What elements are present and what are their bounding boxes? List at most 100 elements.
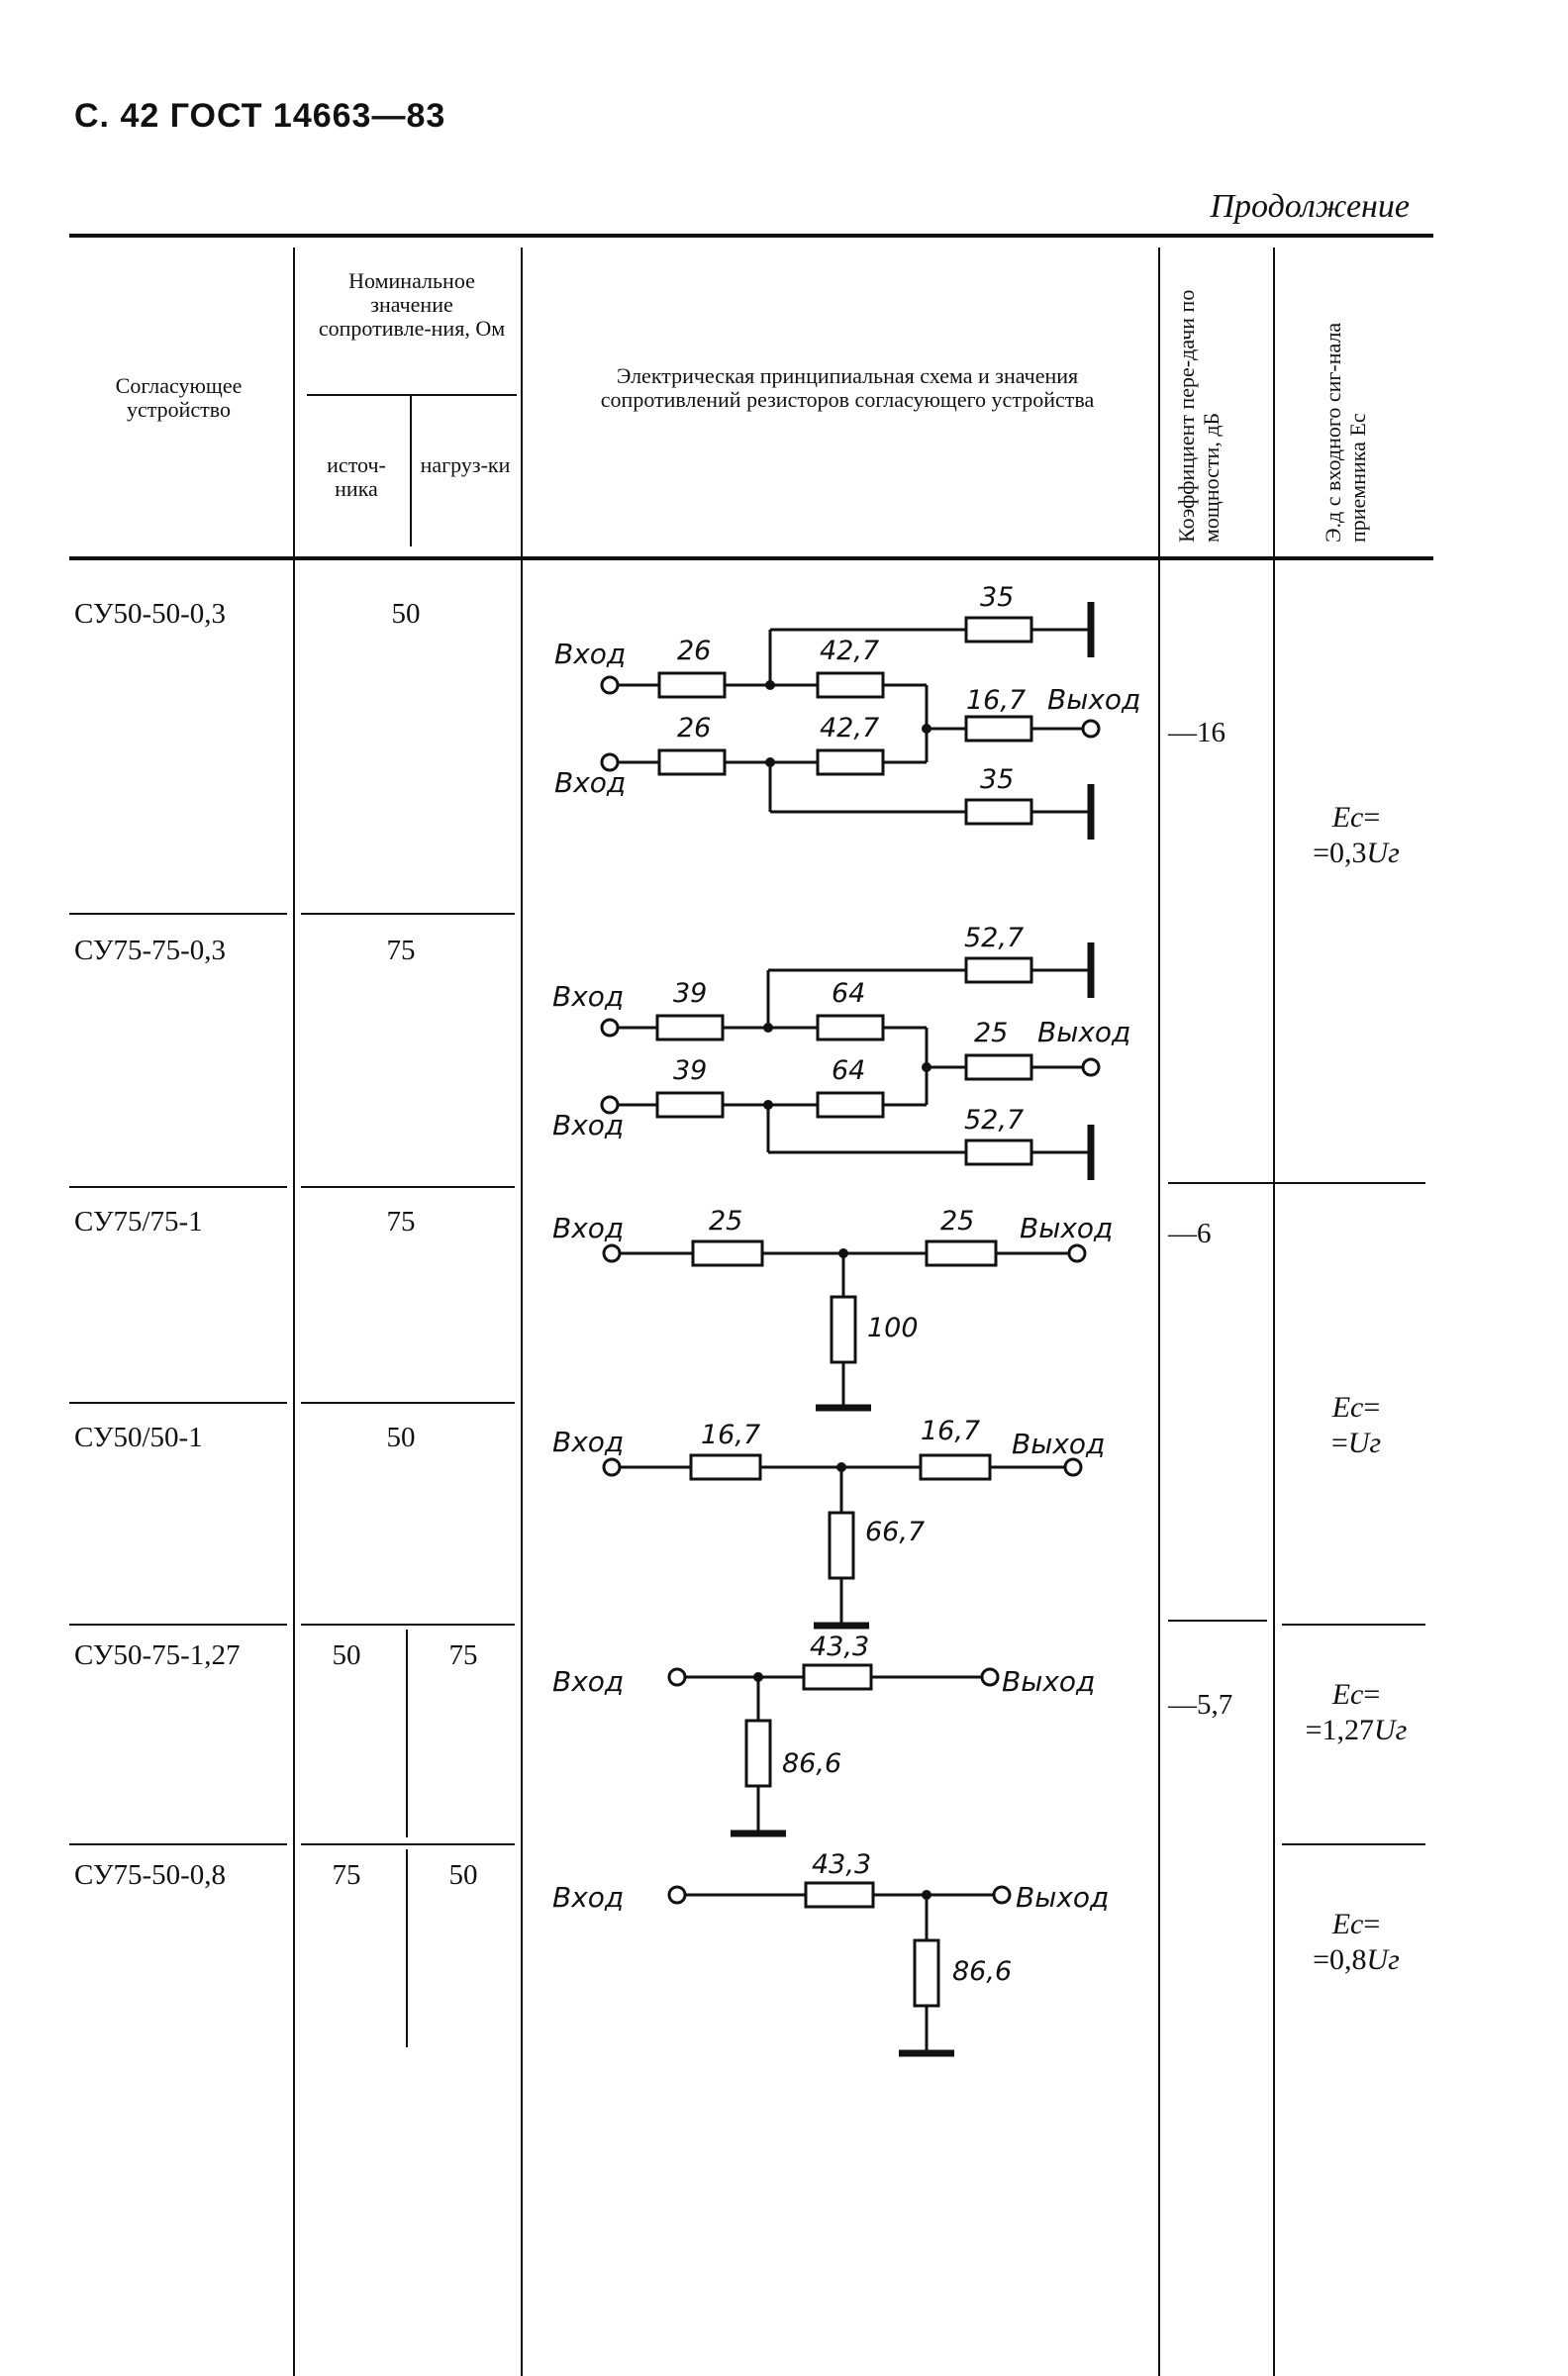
nominal-value: 50 <box>386 1422 416 1453</box>
col-divider-1 <box>293 248 295 2376</box>
input-terminal <box>602 1457 622 1477</box>
device-name: СУ75/75-1 <box>74 1206 203 1238</box>
resistor-value: 39 <box>673 978 707 1009</box>
resistor-value: 86,6 <box>782 1748 841 1779</box>
device-name: СУ50-75-1,27 <box>74 1639 241 1671</box>
input-terminal <box>600 675 620 695</box>
nominal-split-rule <box>307 394 517 396</box>
emf-value: Eс= =1,27Uг <box>1282 1677 1430 1748</box>
emf-var: Uг <box>1366 837 1400 869</box>
output-label: Выход <box>1047 683 1140 716</box>
device-name: СУ75-50-0,8 <box>74 1859 227 1891</box>
nominal-value: 50 <box>391 598 421 630</box>
gain-value: —16 <box>1168 717 1225 748</box>
emf-eq: = <box>1363 1908 1381 1940</box>
output-terminal <box>1081 719 1101 739</box>
output-label: Выход <box>1012 1428 1105 1460</box>
output-label: Выход <box>1002 1665 1095 1698</box>
col-divider-src-load-r5 <box>406 1630 408 1837</box>
resistor-value: 64 <box>832 978 865 1009</box>
resistor-value: 25 <box>709 1206 742 1237</box>
resistor <box>964 956 1033 984</box>
output-terminal <box>980 1667 1000 1687</box>
resistor-value: 52,7 <box>964 923 1024 953</box>
row-sep <box>69 1624 287 1626</box>
col-head-nominal: Номинальное значение сопротивле-ния, Ом <box>318 268 506 341</box>
input-terminal <box>667 1885 687 1905</box>
resistor <box>657 671 727 699</box>
output-terminal <box>1067 1243 1087 1263</box>
row-sep <box>1168 1620 1267 1622</box>
gain-value: —5,7 <box>1168 1689 1233 1721</box>
emf-symbol: Eс <box>1331 1391 1364 1424</box>
row-sep <box>301 1402 515 1404</box>
gain-value: —6 <box>1168 1218 1212 1249</box>
input-terminal <box>602 1243 622 1263</box>
row-sep <box>301 1186 515 1188</box>
nominal-value: 75 <box>386 1206 416 1238</box>
circuit-su50-50-1: Вход Выход 16,7 16,7 66,7 <box>552 1416 1105 1630</box>
resistor <box>816 748 885 776</box>
resistor <box>689 1453 762 1481</box>
input-terminal <box>600 1018 620 1038</box>
resistor-value: 86,6 <box>952 1956 1012 1987</box>
load-value: 50 <box>448 1859 478 1891</box>
resistor-value: 43,3 <box>810 1632 869 1662</box>
input-label: Вход <box>552 1881 624 1914</box>
col-head-load: нагруз-ки <box>420 452 511 477</box>
resistor <box>925 1239 998 1267</box>
resistor <box>964 1053 1033 1081</box>
resistor <box>691 1239 764 1267</box>
emf-coef: =0,8 <box>1313 1943 1367 1976</box>
circuit-su75-50-0-8: Вход Выход 43,3 86,6 <box>552 1849 1109 2057</box>
resistor-value: 39 <box>673 1055 707 1086</box>
resistor-value: 64 <box>832 1055 865 1086</box>
input-label: Вход <box>552 980 624 1013</box>
input-label: Вход <box>554 766 626 799</box>
output-terminal <box>1063 1457 1083 1477</box>
resistor-value: 42,7 <box>820 636 879 666</box>
emf-var: Uг <box>1347 1427 1382 1459</box>
col-divider-3 <box>1158 248 1160 2376</box>
device-name: СУ50-50-0,3 <box>74 598 227 630</box>
resistor <box>964 1138 1033 1166</box>
resistor-value: 16,7 <box>701 1420 760 1450</box>
emf-value: Eс= =0,8Uг <box>1282 1907 1430 1978</box>
continuation-label: Продолжение <box>1210 188 1410 225</box>
output-terminal <box>992 1885 1012 1905</box>
input-label: Вход <box>552 1212 624 1244</box>
resistor-value: 43,3 <box>812 1849 871 1880</box>
col-head-device: Согласующее устройство <box>115 373 243 422</box>
resistor-value: 35 <box>980 764 1014 795</box>
resistor-value: 52,7 <box>964 1105 1024 1136</box>
emf-coef: = <box>1330 1427 1348 1459</box>
row-sep <box>301 1843 515 1845</box>
resistor <box>744 1719 772 1788</box>
resistor <box>964 798 1033 826</box>
resistor <box>655 1091 725 1119</box>
resistor <box>830 1295 857 1364</box>
resistor <box>816 671 885 699</box>
resistor-value: 66,7 <box>865 1517 925 1547</box>
output-terminal <box>1081 1057 1101 1077</box>
resistor <box>964 715 1033 742</box>
row-sep <box>1282 1624 1425 1626</box>
circuit-su75-75-0-3: Вход Вход Выход 39 39 64 64 25 52,7 52,7 <box>552 923 1130 1180</box>
load-value: 75 <box>448 1639 478 1671</box>
row-sep <box>69 1843 287 1845</box>
resistor <box>655 1014 725 1041</box>
resistor <box>828 1511 855 1580</box>
resistor-value: 16,7 <box>966 685 1026 716</box>
resistor-value: 35 <box>980 582 1014 613</box>
resistor <box>964 616 1033 644</box>
source-value: 50 <box>332 1639 361 1671</box>
input-label: Вход <box>554 638 626 670</box>
row-sep <box>1168 1182 1425 1184</box>
row-sep <box>69 1186 287 1188</box>
emf-value: Eс= =Uг <box>1282 1390 1430 1461</box>
table-head-rule <box>69 556 1433 560</box>
col-divider-src-load-r6 <box>406 1849 408 2047</box>
emf-eq: = <box>1363 1391 1381 1424</box>
source-value: 75 <box>332 1859 361 1891</box>
emf-symbol: Eс <box>1331 801 1364 834</box>
